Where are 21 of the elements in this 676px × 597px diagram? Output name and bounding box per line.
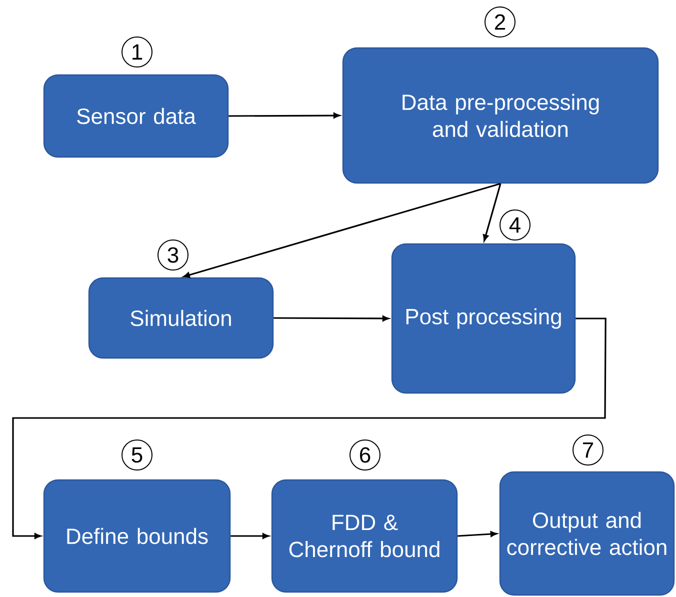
step-number: 7 bbox=[572, 434, 604, 466]
arrow bbox=[183, 182, 501, 278]
process-box: Define bounds bbox=[43, 479, 231, 593]
process-box: Output and corrective action bbox=[499, 471, 675, 596]
process-box: FDD & Chernoff bound bbox=[271, 479, 458, 593]
step-number: 5 bbox=[122, 440, 152, 470]
step-number: 1 bbox=[122, 36, 152, 68]
process-box: Data pre-processing and validation bbox=[342, 47, 659, 184]
arrow bbox=[12, 318, 606, 539]
process-box: Post processing bbox=[391, 243, 576, 394]
process-box: Simulation bbox=[88, 277, 274, 359]
arrow bbox=[228, 112, 340, 118]
arrow bbox=[274, 316, 390, 322]
step-number: 6 bbox=[350, 440, 380, 470]
arrow bbox=[458, 531, 498, 537]
arrow bbox=[230, 533, 270, 539]
step-number: 4 bbox=[500, 210, 530, 240]
step-number: 3 bbox=[158, 240, 188, 270]
step-number: 2 bbox=[484, 6, 516, 38]
arrow bbox=[482, 183, 502, 242]
process-box: Sensor data bbox=[43, 74, 229, 158]
